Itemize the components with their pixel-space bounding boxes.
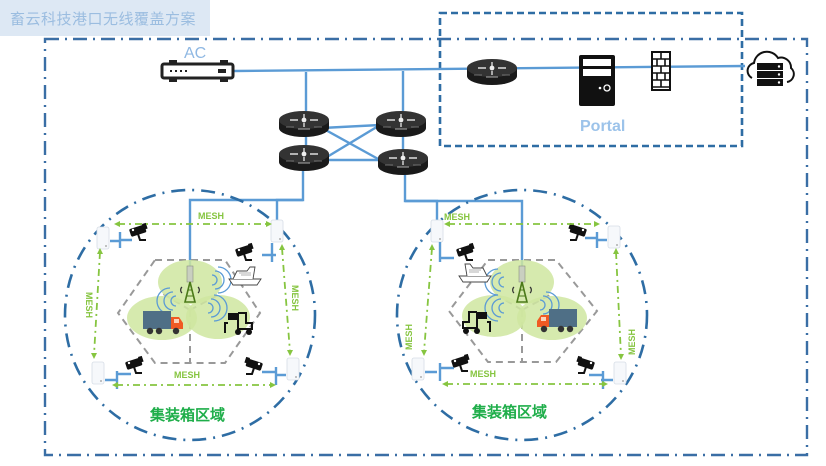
camera-icon (567, 221, 589, 241)
mesh-label: MESH (444, 212, 470, 222)
core-router-icon (466, 58, 518, 86)
camera-icon (454, 241, 476, 261)
mesh-label: MESH (84, 292, 94, 318)
camera-icon (123, 354, 145, 374)
aggregation-switch-icon (278, 110, 330, 138)
mesh-label: MESH (174, 370, 200, 380)
site-boundary (43, 37, 809, 457)
zone-boundary (63, 188, 317, 442)
access-point-icon (411, 357, 425, 381)
camera-icon (243, 355, 265, 375)
zone-boundary (395, 188, 649, 442)
access-point-icon (286, 357, 300, 381)
mesh-label: MESH (198, 211, 224, 221)
coverage-hexagon (116, 259, 262, 364)
access-point-icon (607, 225, 621, 249)
access-point-icon (430, 219, 444, 243)
zone-label: 集装箱区域 (149, 406, 225, 424)
mesh-label: MESH (404, 324, 414, 350)
zone-label: 集装箱区域 (471, 403, 547, 421)
ac-label: AC (184, 45, 206, 62)
access-point-icon (270, 219, 284, 243)
portal-server-icon (579, 55, 615, 106)
camera-icon (127, 221, 149, 241)
camera-icon (233, 241, 255, 261)
container-zone-1: MESH MESH MESH MESH 集装箱区域 (63, 188, 317, 442)
access-point-icon (96, 226, 110, 250)
mesh-label: MESH (470, 369, 496, 379)
mesh-label: MESH (290, 285, 300, 311)
mesh-label: MESH (627, 329, 637, 355)
aggregation-switch-icon (377, 148, 429, 176)
aggregation-switch-icon (278, 144, 330, 172)
firewall-icon (651, 51, 671, 91)
access-point-icon (613, 361, 627, 385)
coverage-hexagon (447, 259, 599, 363)
ac-controller-icon (160, 60, 235, 82)
cloud-server-icon (746, 50, 795, 86)
access-point-icon (91, 361, 105, 385)
aggregation-switch-icon (375, 110, 427, 138)
diagram-title: 畜云科技港口无线覆盖方案 (10, 10, 197, 28)
camera-icon (575, 354, 597, 374)
container-zone-2: MESH MESH MESH MESH 集装箱区域 (395, 188, 649, 442)
ship-icon (228, 266, 262, 286)
title-banner: 畜云科技港口无线覆盖方案 (0, 0, 210, 36)
portal-zone-boundary (438, 11, 744, 148)
coverage-area (186, 295, 250, 339)
portal-label: Portal (580, 118, 625, 135)
ship-icon (458, 263, 492, 283)
